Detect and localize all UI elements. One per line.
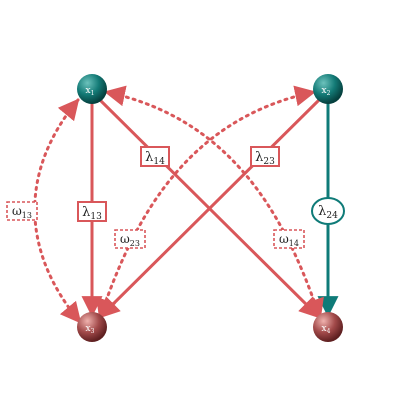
svg-text:λ24: λ24 — [318, 204, 338, 221]
svg-text:λ23: λ23 — [255, 150, 275, 167]
node-x3: x3 — [77, 312, 107, 342]
node-x1: x1 — [77, 74, 107, 104]
edge-omega23 — [96, 85, 317, 320]
svg-text:λ14: λ14 — [145, 150, 165, 167]
label-omega23: ω23 — [114, 229, 146, 249]
edge-omega13 — [33, 98, 82, 324]
svg-text:ω23: ω23 — [120, 232, 140, 248]
svg-text:ω13: ω13 — [12, 204, 32, 220]
svg-text:x4: x4 — [322, 324, 331, 335]
label-lambda14: λ14 — [140, 146, 170, 167]
svg-text:x2: x2 — [322, 86, 331, 97]
node-x2: x2 — [313, 74, 343, 104]
label-omega14: ω14 — [273, 229, 305, 249]
node-x4: x4 — [313, 312, 343, 342]
svg-text:x3: x3 — [86, 324, 95, 335]
edge-labels: λ13 λ14 λ23 λ24 ω13 — [6, 146, 345, 249]
label-lambda23: λ23 — [250, 146, 280, 167]
label-omega13: ω13 — [6, 201, 38, 221]
label-lambda24: λ24 — [311, 197, 345, 225]
svg-text:λ13: λ13 — [82, 205, 102, 222]
label-lambda13: λ13 — [77, 201, 107, 222]
svg-text:x1: x1 — [86, 86, 95, 97]
svg-text:ω14: ω14 — [279, 232, 299, 248]
nodes: x1 x2 x3 x4 — [77, 74, 343, 342]
